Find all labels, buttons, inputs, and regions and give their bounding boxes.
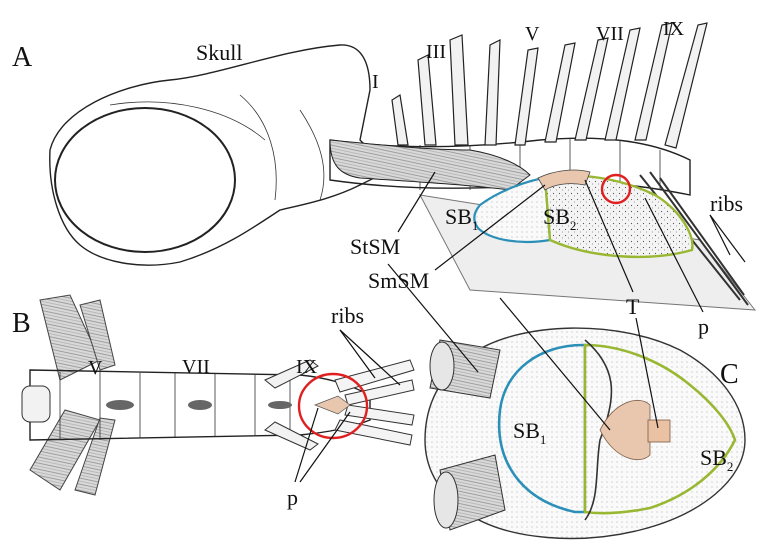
panel-b: B V VII IX ribs p — [12, 295, 414, 510]
stsm-muscle — [330, 140, 530, 190]
panel-label-b: B — [12, 308, 31, 339]
vertebra-center-1 — [106, 400, 134, 410]
vertebra-vii-label: VII — [596, 23, 624, 45]
tendon-c — [648, 420, 670, 442]
vertebra-i-label: I — [372, 71, 379, 93]
panel-label-a: A — [12, 42, 33, 73]
vertebra-iii-label: III — [426, 41, 446, 63]
vertebra-center-3 — [268, 401, 292, 409]
vertebra-ix-label-b: IX — [296, 356, 318, 378]
ribs-label-b: ribs — [331, 303, 364, 328]
smsm-label: SmSM — [368, 268, 429, 293]
panel-a: A Skull I III V VII IX ribs SB1 SB2 StSM… — [12, 18, 755, 339]
vertebra-center-2 — [188, 400, 212, 410]
skull-label: Skull — [196, 40, 242, 65]
vertebra-vii-label-b: VII — [182, 356, 210, 378]
t-label: T — [626, 294, 640, 319]
p-label-a: p — [698, 314, 709, 339]
vertebra-v-label: V — [525, 23, 540, 45]
panel-label-c: C — [720, 359, 739, 390]
p-label-b: p — [287, 485, 298, 510]
ribs-label-a: ribs — [710, 191, 743, 216]
vertebra-ix-label: IX — [663, 18, 685, 40]
muscle-end-lower — [434, 472, 458, 528]
muscle-end-upper — [430, 342, 454, 390]
orbit — [55, 108, 235, 252]
vertebra-v-label-b: V — [88, 357, 103, 379]
stsm-label: StSM — [350, 234, 400, 259]
tendon-detail-b — [315, 396, 350, 414]
